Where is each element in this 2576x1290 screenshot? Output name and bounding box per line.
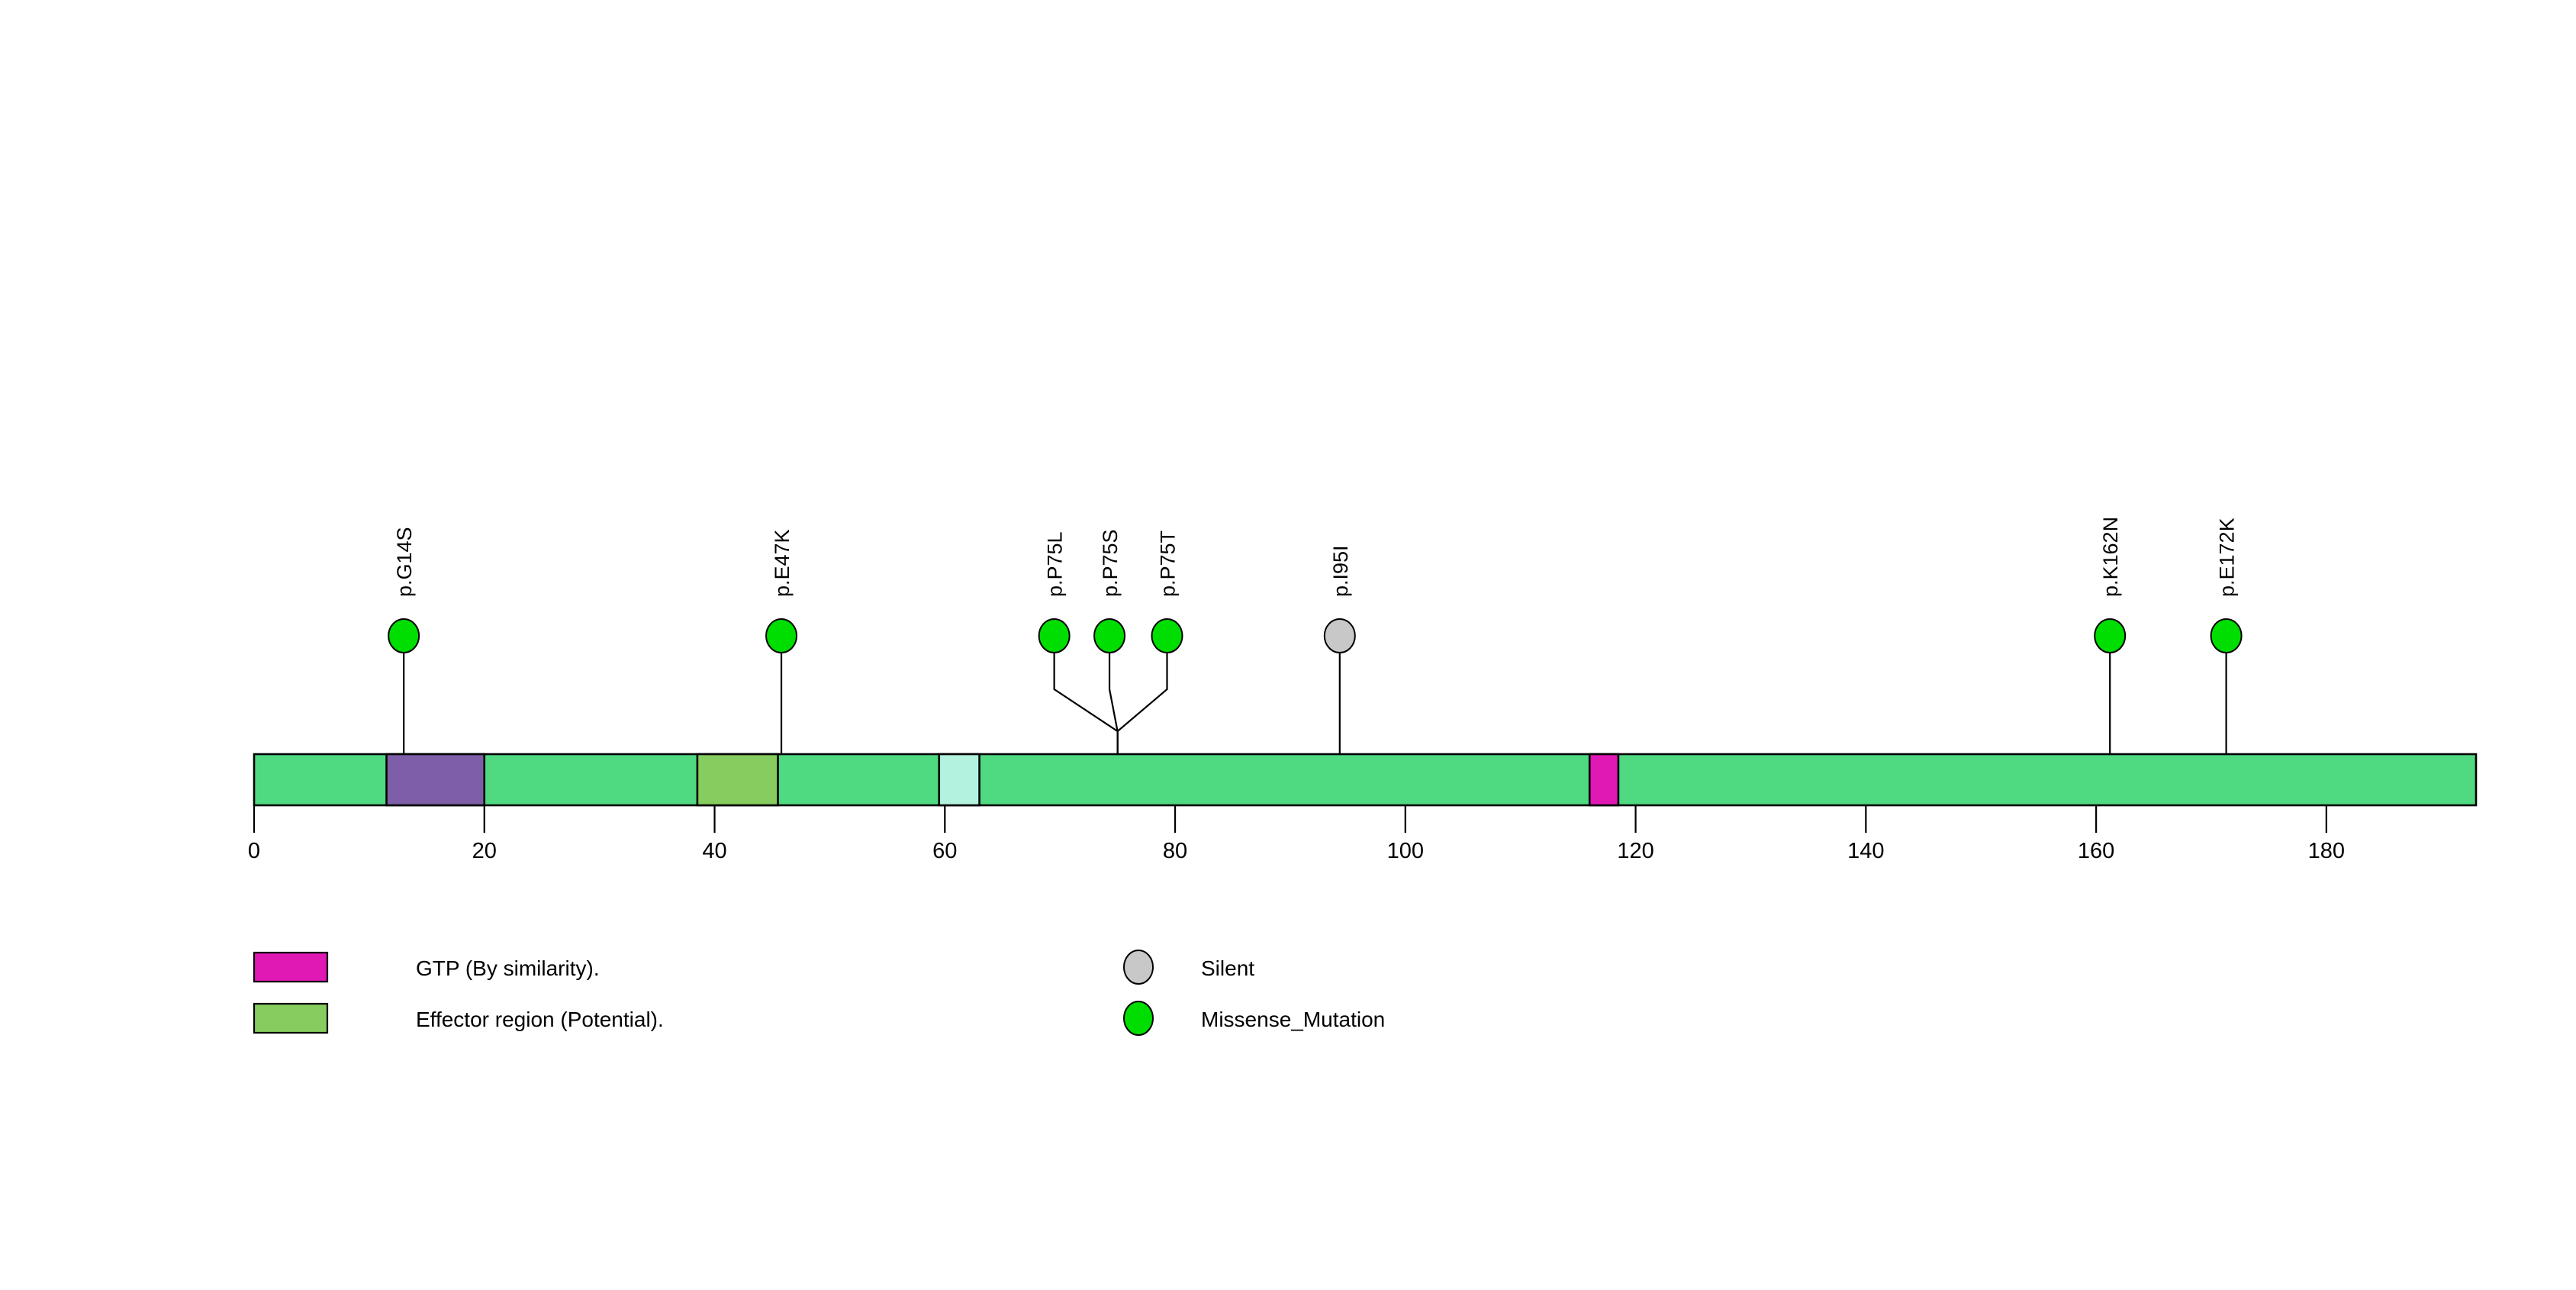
lollipop-marker-p.P75S[interactable] <box>1093 618 1126 653</box>
mutation-labels-layer: p.G14S p.E47K p.P75L p.P75S p.P75T p.I95I p.K1… <box>393 517 2238 597</box>
protein-backbone <box>253 753 2478 807</box>
legend-marker-mutation-0[interactable] <box>1123 950 1154 985</box>
legend-marker-mutation-1[interactable] <box>1123 1001 1154 1036</box>
legend-layer: GTP (By similarity). Effector region (Pot… <box>253 950 1385 1036</box>
legend-label-domain-0: GTP (By similarity). <box>416 956 600 980</box>
legend-label-domain-1: Effector region (Potential). <box>416 1008 664 1031</box>
legend-swatch-domain-0[interactable] <box>253 951 329 983</box>
axis-tick-label-160: 160 <box>2078 839 2114 863</box>
legend-label-mutation-0: Silent <box>1201 956 1254 980</box>
legend-swatch-domain-1[interactable] <box>253 1002 329 1034</box>
mutation-label-p.P75S: p.P75S <box>1099 529 1122 597</box>
mutation-stems-layer <box>403 650 2227 805</box>
axis-tick-label-140: 140 <box>1847 839 1884 863</box>
lollipop-marker-p.G14S[interactable] <box>388 618 420 653</box>
lollipop-marker-p.P75L[interactable] <box>1038 618 1071 653</box>
axis-tick-label-80: 80 <box>1163 839 1187 863</box>
lollipop-marker-p.I95I[interactable] <box>1323 618 1356 653</box>
legend-label-mutation-1: Missense_Mutation <box>1201 1008 1385 1031</box>
protein-domain-effector-region[interactable] <box>696 753 779 807</box>
mutation-label-p.K162N: p.K162N <box>2099 517 2122 597</box>
lollipop-marker-p.E172K[interactable] <box>2210 618 2243 653</box>
protein-domain-unnamed-purple-domain[interactable] <box>385 753 486 807</box>
protein-bar-layer <box>253 753 2478 807</box>
axis-tick-label-20: 20 <box>472 839 497 863</box>
axis-tick-label-40: 40 <box>702 839 726 863</box>
axis-tick-label-120: 120 <box>1617 839 1653 863</box>
axis-tick-label-60: 60 <box>932 839 957 863</box>
mutation-label-p.G14S: p.G14S <box>393 527 416 597</box>
lollipop-markers-layer <box>388 618 2243 653</box>
axis-layer: 0 20 40 60 80 100 120 140 160 180 <box>248 805 2345 863</box>
protein-domain-unnamed-cyan-domain[interactable] <box>938 753 980 807</box>
mutation-label-p.I95I: p.I95I <box>1329 545 1352 597</box>
lollipop-marker-p.E47K[interactable] <box>765 618 798 653</box>
mutation-label-p.E47K: p.E47K <box>771 529 794 597</box>
axis-tick-label-0: 0 <box>248 839 260 863</box>
protein-domain-gtp[interactable] <box>1588 753 1620 807</box>
mutation-label-p.P75L: p.P75L <box>1044 531 1067 597</box>
mutation-label-p.E172K: p.E172K <box>2216 518 2239 597</box>
axis-tick-label-180: 180 <box>2308 839 2345 863</box>
axis-tick-label-100: 100 <box>1387 839 1424 863</box>
lollipop-marker-p.K162N[interactable] <box>2094 618 2127 653</box>
lollipop-marker-p.P75T[interactable] <box>1151 618 1183 653</box>
mutation-label-p.P75T: p.P75T <box>1156 531 1179 597</box>
